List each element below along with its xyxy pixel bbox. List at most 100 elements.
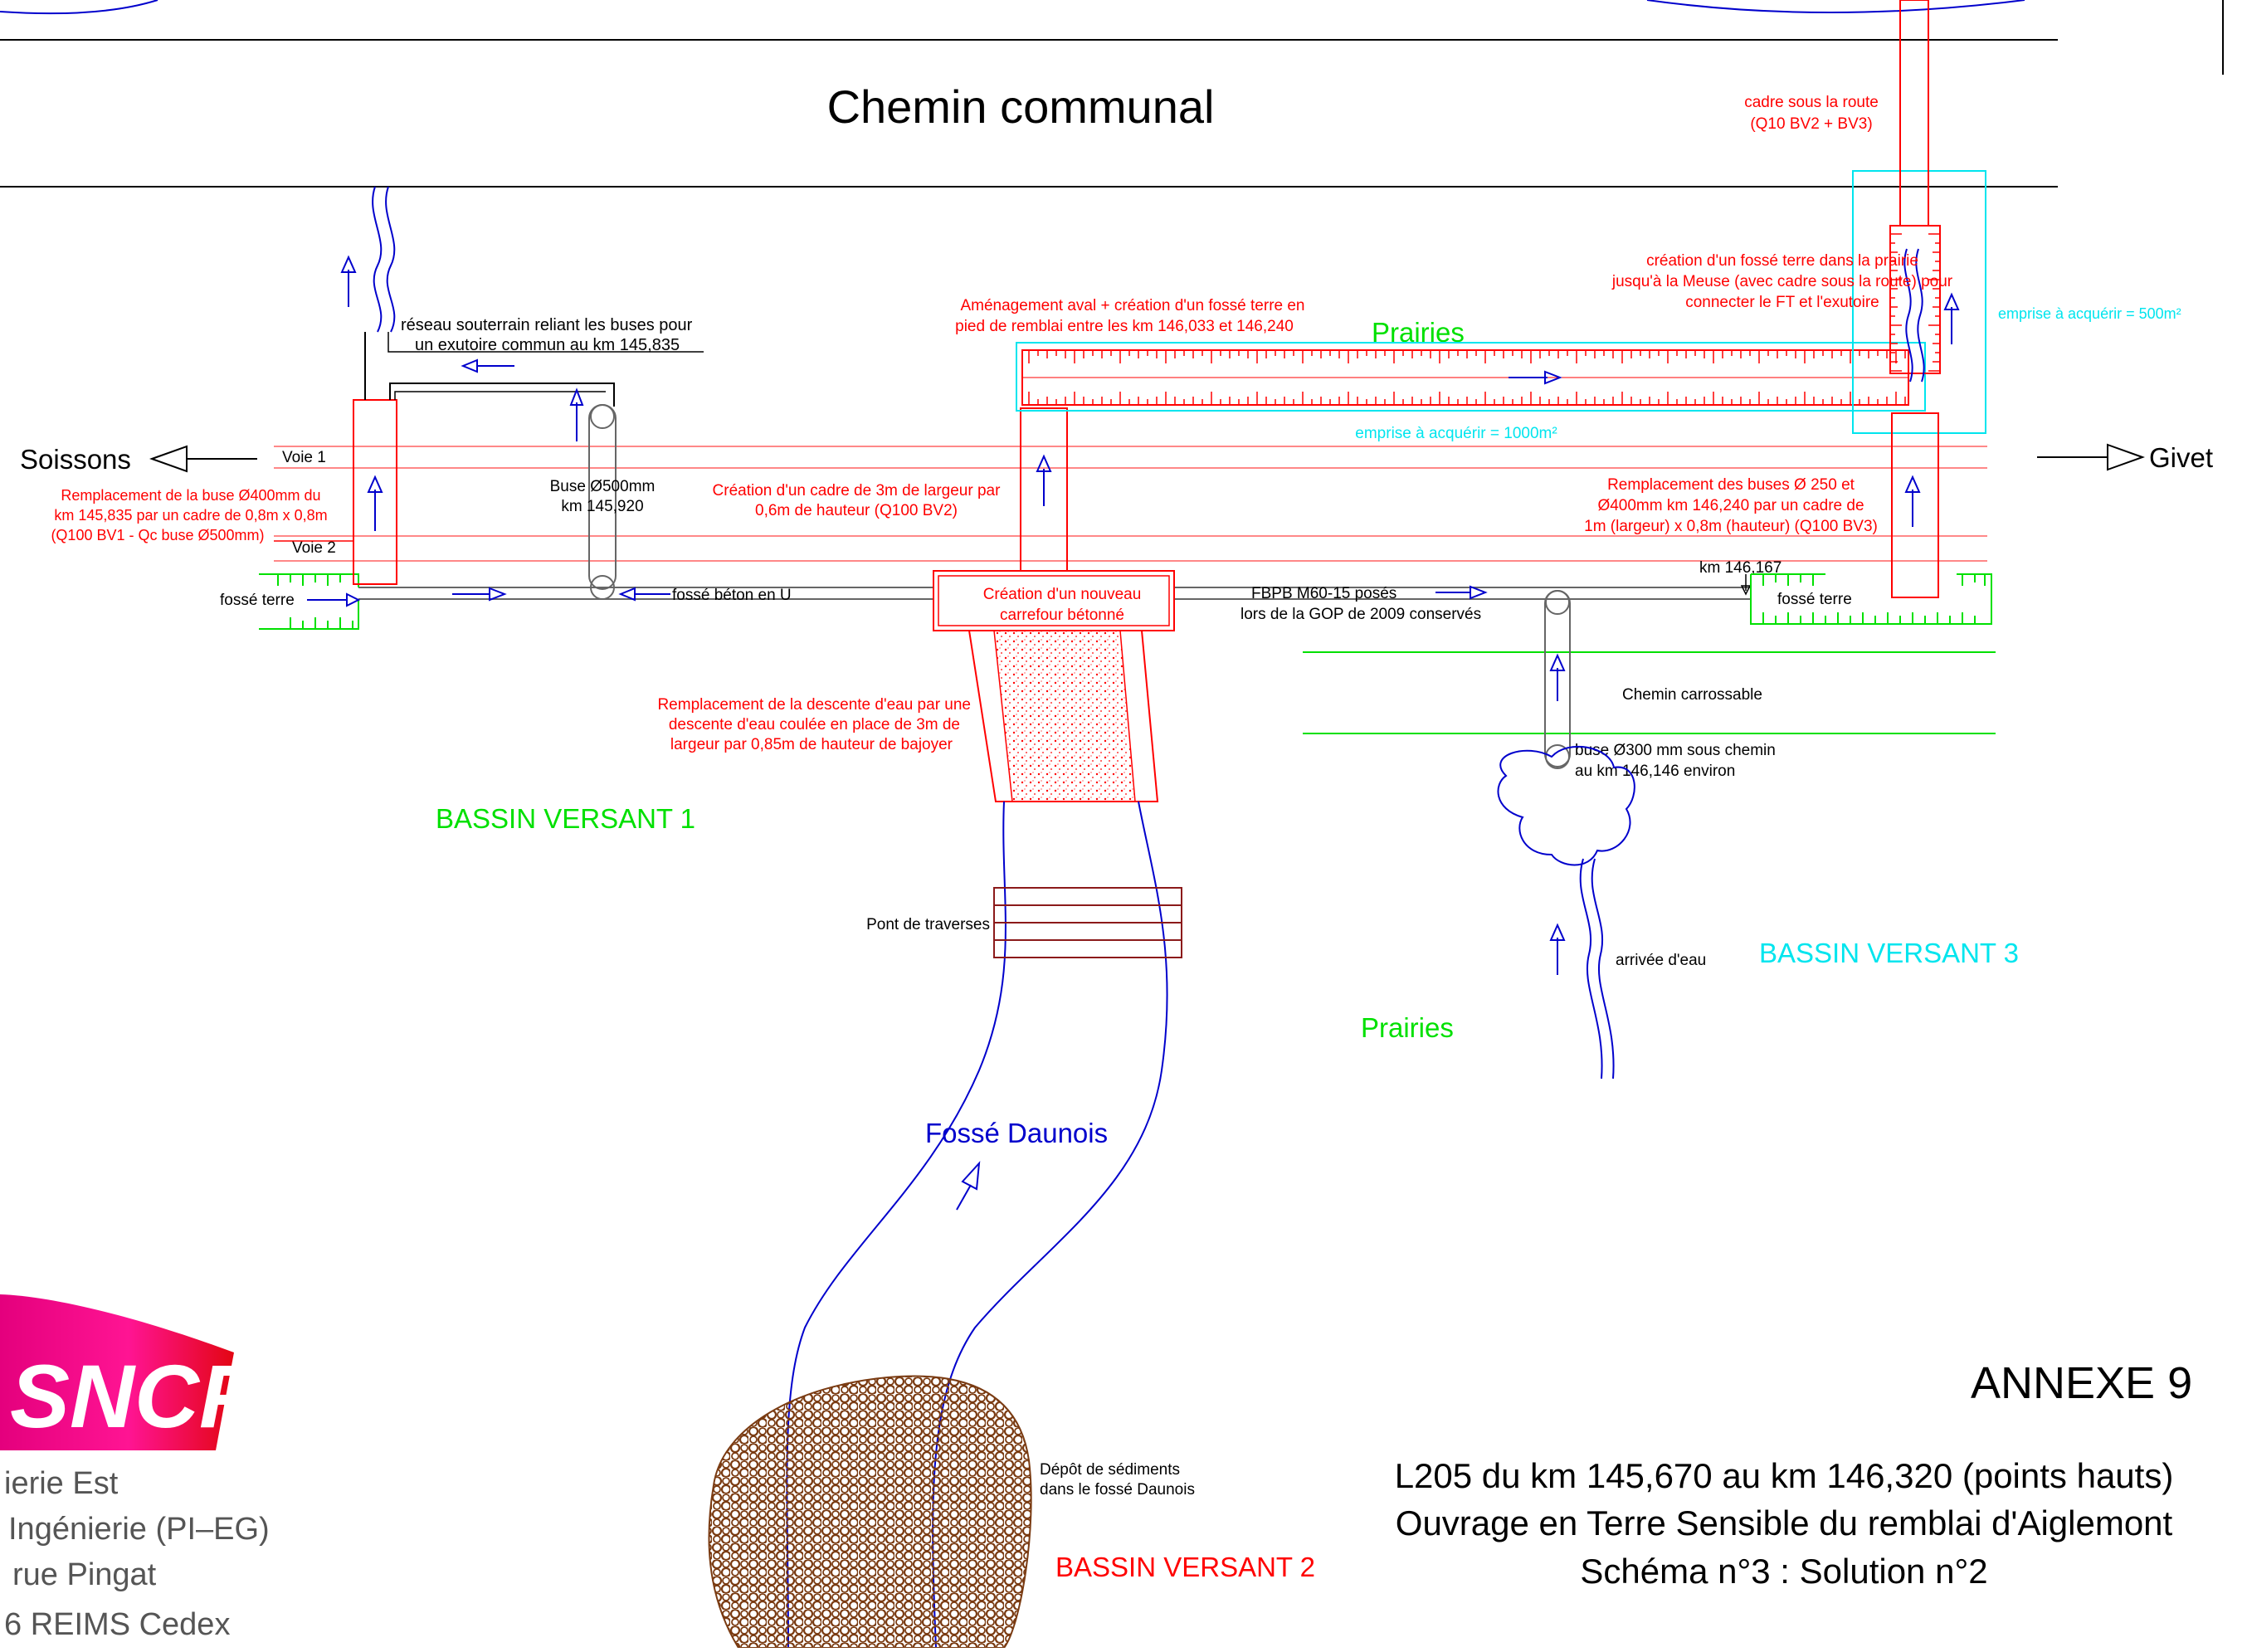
- annexe-title: ANNEXE 9: [1971, 1358, 2192, 1408]
- creation-fosse-label: création d'un fossé terre dans la prairi…: [1611, 252, 1953, 311]
- direction-soissons: Soissons: [20, 444, 131, 475]
- fosse-daunois-label: Fossé Daunois: [925, 1118, 1108, 1148]
- carrefour-label: Création d'un nouveau carrefour bétonné: [983, 586, 1142, 624]
- water-wave-icon: [372, 186, 396, 333]
- road-title: Chemin communal: [827, 80, 1215, 133]
- buse-300-bottom: [1545, 744, 1570, 769]
- svg-text:Remplacement de la buse Ø400mm: Remplacement de la buse Ø400mm du: [61, 487, 320, 504]
- emprise-500-zone: [1852, 170, 1986, 434]
- buse-500-bottom: [590, 575, 615, 600]
- earth-ditch-right: [1750, 573, 1992, 625]
- svg-text:FBPB M60-15 posés: FBPB M60-15 posés: [1251, 585, 1396, 602]
- pond: [1497, 745, 1635, 866]
- emprise-500-label: emprise à acquérir = 500m²: [1998, 305, 2181, 322]
- svg-text:buse Ø300 mm sous chemin: buse Ø300 mm sous chemin: [1575, 742, 1776, 759]
- buse-500-top: [590, 404, 615, 429]
- svg-text:Dépôt de sédiments: Dépôt de sédiments: [1040, 1461, 1180, 1479]
- title-block: L205 du km 145,670 au km 146,320 (points…: [1395, 1456, 2174, 1591]
- flow-arrow-icon: [452, 587, 507, 602]
- svg-text:un exutoire commun au km 145,8: un exutoire commun au km 145,835: [415, 336, 680, 354]
- sncf-logo-letters: SNCF: [10, 1346, 256, 1446]
- railway-lines: [274, 446, 1987, 562]
- fosse-terre-left-label: fossé terre: [220, 592, 295, 609]
- svg-text:connecter le FT et l'exutoire: connecter le FT et l'exutoire: [1685, 294, 1879, 311]
- arrivee-label: arrivée d'eau: [1616, 952, 1706, 969]
- svg-text:réseau souterrain reliant les: réseau souterrain reliant les buses pour: [401, 316, 693, 334]
- svg-text:dans le fossé Daunois: dans le fossé Daunois: [1040, 1481, 1195, 1498]
- direction-givet: Givet: [2149, 442, 2213, 473]
- svg-text:0,6m de hauteur (Q100 BV2): 0,6m de hauteur (Q100 BV2): [755, 502, 958, 519]
- svg-text:jusqu'à la Meuse (avec cadre s: jusqu'à la Meuse (avec cadre sous la rou…: [1611, 273, 1953, 290]
- flow-arrow-icon: [461, 358, 514, 373]
- fosse-ticks-top: [1028, 350, 1906, 363]
- basin-bv2: BASSIN VERSANT 2: [1055, 1552, 1315, 1582]
- fosse-ticks-vertical: [1890, 233, 1940, 372]
- svg-text:carrefour bétonné: carrefour bétonné: [1000, 607, 1124, 624]
- cadre-route-label: cadre sous la route (Q10 BV2 + BV3): [1744, 94, 1879, 133]
- top-arc-right: [1646, 0, 2025, 13]
- svg-text:au km 146,146 environ: au km 146,146 environ: [1575, 763, 1735, 780]
- carrefour-inner: [938, 575, 1170, 626]
- creation-cadre-label: Création d'un cadre de 3m de largeur par…: [713, 482, 1002, 519]
- svg-text:6 REIMS Cedex: 6 REIMS Cedex: [4, 1607, 230, 1642]
- remplacement-buses-label: Remplacement des buses Ø 250 et Ø400mm k…: [1584, 476, 1878, 535]
- svg-text:création d'un fossé terre dans: création d'un fossé terre dans la prairi…: [1646, 252, 1918, 270]
- flow-arrow-icon: [1036, 454, 1052, 506]
- svg-text:Schéma n°3 : Solution n°2: Schéma n°3 : Solution n°2: [1580, 1552, 1987, 1591]
- svg-text:1m (largeur) x 0,8m (hauteur): 1m (largeur) x 0,8m (hauteur) (Q100 BV3): [1584, 518, 1878, 535]
- fbpb-label: FBPB M60-15 posés lors de la GOP de 2009…: [1240, 585, 1481, 623]
- water-wave-icon: [1579, 858, 1615, 1079]
- flow-arrow-icon: [569, 387, 584, 441]
- flow-arrow-icon: [307, 592, 361, 607]
- prairies-label-bottom: Prairies: [1361, 1012, 1454, 1043]
- buse-500-label: Buse Ø500mm km 145,920: [550, 478, 656, 515]
- sncf-address: ierie Est Ingénierie (PI–EG) rue Pingat …: [4, 1466, 270, 1642]
- fosse-terre-right-label: fossé terre: [1777, 591, 1852, 608]
- svg-text:Ø400mm km 146,240 par un cadre: Ø400mm km 146,240 par un cadre de: [1597, 497, 1864, 514]
- svg-text:Création d'un nouveau: Création d'un nouveau: [983, 586, 1142, 603]
- cadre-1m-box: [1891, 412, 1939, 598]
- chemin-carrossable-label: Chemin carrossable: [1622, 686, 1762, 704]
- svg-text:ierie Est: ierie Est: [4, 1466, 119, 1501]
- svg-text:largeur par 0,85m de hauteur d: largeur par 0,85m de hauteur de bajoyer: [670, 736, 953, 753]
- basin-bv1: BASSIN VERSANT 1: [436, 803, 695, 834]
- reseau-label: réseau souterrain reliant les buses pour…: [401, 316, 693, 354]
- flow-arrow-icon: [1904, 475, 1921, 527]
- flow-arrow-icon: [340, 255, 357, 307]
- flow-arrow-icon: [1509, 370, 1562, 385]
- network-label-bracket: [387, 332, 704, 353]
- fosse-terre-vertical: [1889, 225, 1941, 374]
- flow-arrow-icon: [367, 475, 383, 531]
- basin-bv3: BASSIN VERSANT 3: [1759, 938, 2019, 968]
- track-voie2: Voie 2: [292, 539, 336, 557]
- remplacement-buse-label: Remplacement de la buse Ø400mm du km 145…: [51, 487, 327, 543]
- depot-label: Dépôt de sédiments dans le fossé Daunois: [1040, 1461, 1195, 1498]
- svg-text:Remplacement de la descente d': Remplacement de la descente d'eau par un…: [657, 696, 971, 714]
- svg-text:rue Pingat: rue Pingat: [12, 1557, 157, 1592]
- cadre-left-box: [353, 399, 397, 585]
- svg-text:Création d'un cadre de 3m de l: Création d'un cadre de 3m de largeur par: [713, 482, 1002, 499]
- pont-label: Pont de traverses: [866, 916, 990, 933]
- buse-300-top: [1545, 590, 1570, 615]
- flow-arrow-icon: [1549, 923, 1566, 975]
- descente-eau-fill: [993, 630, 1136, 802]
- svg-text:lors de la GOP de 2009 conserv: lors de la GOP de 2009 conservés: [1240, 606, 1481, 623]
- arrow-right-icon: [2037, 443, 2145, 471]
- svg-text:Ingénierie (PI–EG): Ingénierie (PI–EG): [8, 1512, 270, 1547]
- cadre-route-box: [1899, 0, 1929, 227]
- svg-text:Remplacement des buses Ø 250 e: Remplacement des buses Ø 250 et: [1607, 476, 1855, 494]
- fosse-beton-label: fossé béton en U: [672, 587, 792, 604]
- fosse-ticks-bottom: [1028, 392, 1906, 405]
- top-arc-left: [0, 0, 158, 15]
- descente-label: Remplacement de la descente d'eau par un…: [657, 696, 971, 753]
- km-146167-label: km 146,167: [1699, 559, 1782, 577]
- svg-text:(Q10 BV2 + BV3): (Q10 BV2 + BV3): [1750, 115, 1872, 133]
- flow-arrow-icon: [1943, 292, 1960, 344]
- svg-text:descente d'eau coulée en place: descente d'eau coulée en place de 3m de: [669, 716, 960, 733]
- pont-traverses: [993, 887, 1182, 958]
- emprise-1000-zone: [1016, 342, 1926, 412]
- flow-arrow-icon: [1549, 653, 1566, 701]
- svg-text:Buse Ø500mm: Buse Ø500mm: [550, 478, 656, 495]
- flow-arrow-icon: [1435, 585, 1488, 600]
